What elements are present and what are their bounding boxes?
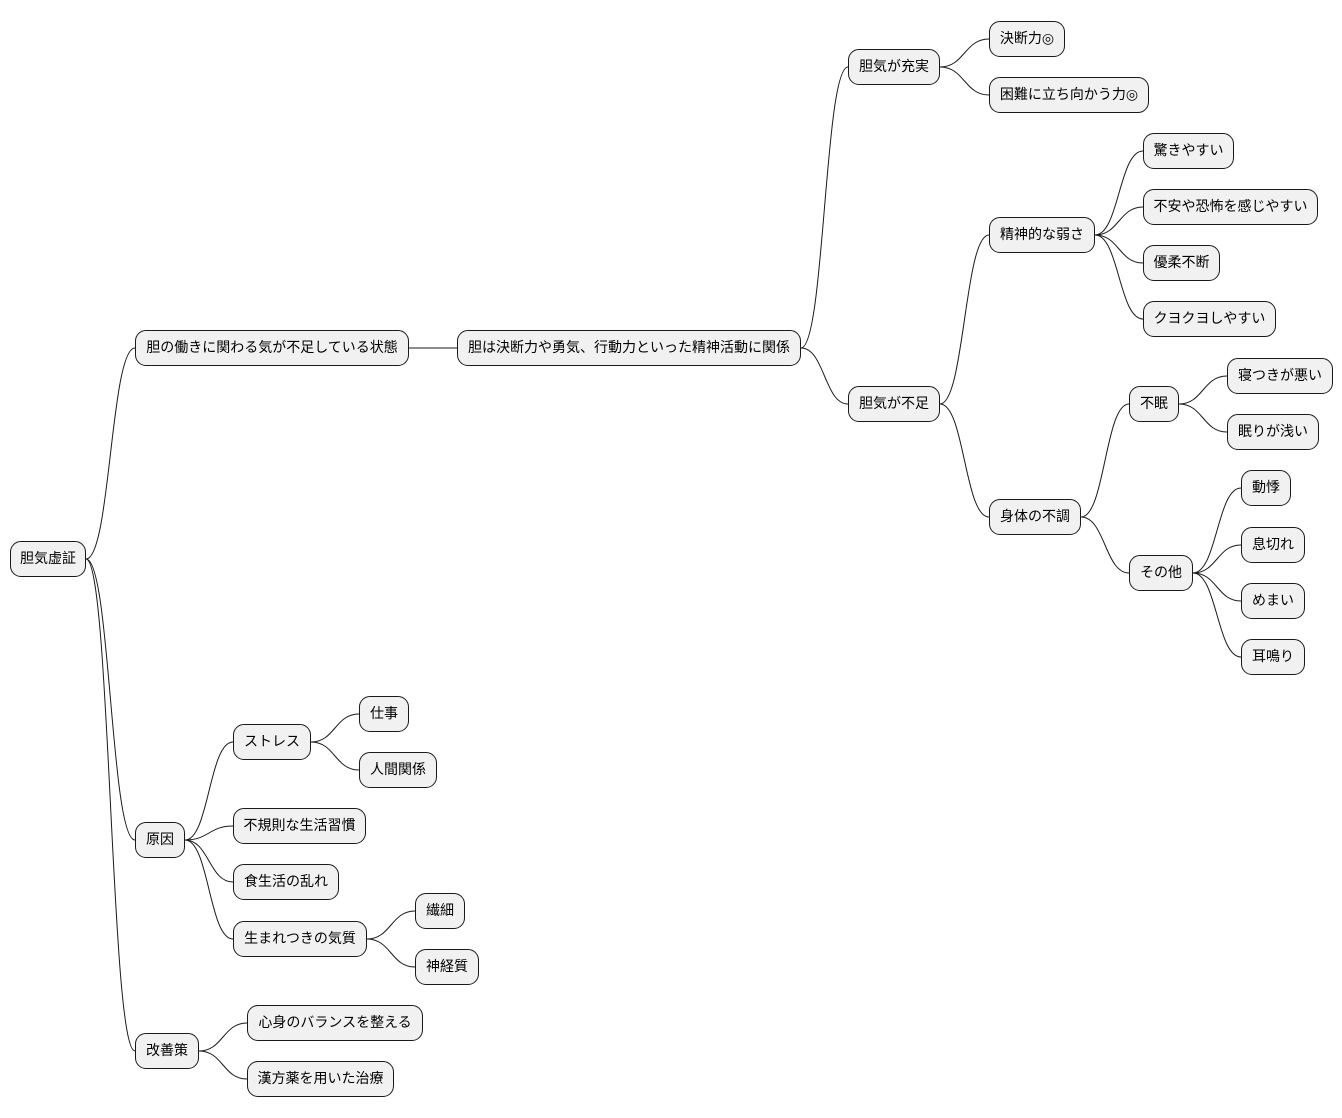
connector-edge-24 bbox=[184, 825, 234, 841]
connector-edge-3 bbox=[939, 38, 990, 68]
node-balance-mind-body: 心身のバランスを整える bbox=[247, 1005, 423, 1041]
connector-edge-20 bbox=[85, 558, 136, 841]
connector-edge-30 bbox=[198, 1022, 248, 1052]
connector-edge-31 bbox=[198, 1050, 248, 1080]
node-shortness-of-breath: 息切れ bbox=[1241, 527, 1305, 563]
connector-edge-0 bbox=[85, 347, 136, 560]
connector-edge-21 bbox=[184, 741, 234, 841]
node-stress: ストレス bbox=[233, 724, 311, 760]
node-relationships: 人間関係 bbox=[359, 752, 437, 788]
connector-edge-29 bbox=[85, 558, 136, 1052]
node-innate-temperament: 生まれつきの気質 bbox=[233, 921, 367, 957]
node-decisiveness: 決断力◎ bbox=[989, 21, 1065, 57]
node-insomnia: 不眠 bbox=[1129, 386, 1179, 422]
connector-edge-23 bbox=[310, 741, 360, 771]
connector-edge-27 bbox=[366, 910, 416, 940]
node-remedies: 改善策 bbox=[135, 1033, 199, 1069]
connector-edge-9 bbox=[1094, 234, 1144, 264]
connector-edge-12 bbox=[1080, 403, 1130, 518]
node-qi-insufficient: 胆気が不足 bbox=[848, 386, 940, 422]
connector-edge-6 bbox=[939, 234, 990, 405]
connector-edge-11 bbox=[939, 403, 990, 518]
connector-edge-7 bbox=[1094, 150, 1144, 236]
node-root: 胆気虚証 bbox=[10, 541, 86, 577]
node-gallbladder-mental-activity: 胆は決断力や勇気、行動力といった精神活動に関係 bbox=[457, 330, 801, 366]
node-qi-sufficient: 胆気が充実 bbox=[848, 49, 940, 85]
node-brooding: クヨクヨしやすい bbox=[1143, 301, 1276, 337]
node-easily-startled: 驚きやすい bbox=[1143, 133, 1234, 169]
connector-edge-13 bbox=[1178, 375, 1228, 405]
connector-edge-18 bbox=[1192, 572, 1242, 602]
connector-edge-14 bbox=[1178, 403, 1228, 433]
node-dizziness: めまい bbox=[1241, 583, 1305, 619]
connector-edge-8 bbox=[1094, 206, 1144, 236]
connector-edge-15 bbox=[1080, 516, 1130, 574]
node-poor-diet: 食生活の乱れ bbox=[233, 864, 339, 900]
node-other-symptoms: その他 bbox=[1129, 555, 1193, 591]
node-causes: 原因 bbox=[135, 822, 185, 858]
connector-edge-5 bbox=[800, 347, 849, 405]
node-delicate: 繊細 bbox=[415, 893, 465, 929]
node-tinnitus: 耳鳴り bbox=[1241, 639, 1305, 675]
node-mental-weakness: 精神的な弱さ bbox=[989, 217, 1095, 253]
node-kampo-treatment: 漢方薬を用いた治療 bbox=[247, 1061, 394, 1097]
node-facing-difficulty: 困難に立ち向かう力◎ bbox=[989, 77, 1149, 113]
connector-edge-2 bbox=[800, 66, 849, 349]
connector-edge-26 bbox=[184, 839, 234, 940]
node-irregular-lifestyle: 不規則な生活習慣 bbox=[233, 808, 366, 844]
connector-edge-4 bbox=[939, 66, 990, 96]
node-hard-to-fall-asleep: 寝つきが悪い bbox=[1227, 358, 1333, 394]
connector-edge-17 bbox=[1192, 544, 1242, 574]
connector-edge-25 bbox=[184, 839, 234, 883]
node-light-sleep: 眠りが浅い bbox=[1227, 414, 1319, 450]
connector-edge-16 bbox=[1192, 487, 1242, 574]
node-work: 仕事 bbox=[359, 696, 409, 732]
node-indecisive: 優柔不断 bbox=[1143, 245, 1220, 281]
node-physical-disorder: 身体の不調 bbox=[989, 499, 1081, 535]
node-anxiety-fear: 不安や恐怖を感じやすい bbox=[1143, 189, 1318, 225]
connector-edge-10 bbox=[1094, 234, 1144, 320]
node-qi-deficiency-state: 胆の働きに関わる気が不足している状態 bbox=[135, 330, 409, 366]
connector-edge-19 bbox=[1192, 572, 1242, 658]
connector-edge-22 bbox=[310, 713, 360, 743]
node-nervous: 神経質 bbox=[415, 949, 479, 985]
connector-edge-28 bbox=[366, 938, 416, 968]
node-palpitation: 動悸 bbox=[1241, 470, 1291, 506]
